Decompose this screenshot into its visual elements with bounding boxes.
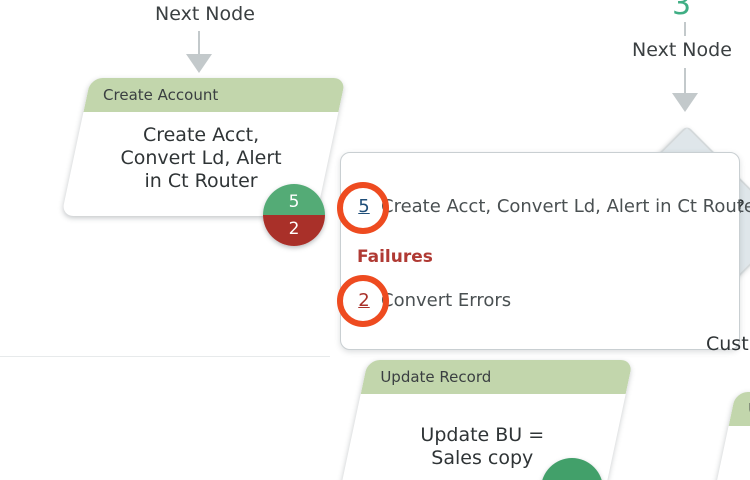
step-number-3: 3 bbox=[672, 0, 692, 22]
node-partial-right-body bbox=[708, 426, 750, 480]
connector-line-right-bottom bbox=[684, 68, 686, 95]
connector-arrow-left-icon bbox=[186, 54, 212, 73]
divider-line bbox=[0, 356, 330, 357]
tooltip-success-count-link[interactable]: 5 bbox=[358, 196, 370, 217]
status-badge-failure-count: 2 bbox=[263, 215, 325, 246]
tooltip-success-row[interactable]: 5 Create Acct, Convert Ld, Alert in Ct R… bbox=[347, 196, 750, 217]
node-create-account-header-label: Create Account bbox=[103, 86, 219, 104]
node-create-account-header: Create Account bbox=[83, 78, 346, 112]
node-create-account-body-label: Create Acct, Convert Ld, Alert in Ct Rou… bbox=[120, 124, 282, 193]
tooltip-failure-count-link[interactable]: 2 bbox=[358, 290, 370, 311]
node-update-record-header: Update Record bbox=[360, 360, 633, 394]
tooltip-failure-label: Convert Errors bbox=[381, 290, 512, 311]
connector-line-left bbox=[198, 31, 200, 56]
tooltip-success-label: Create Acct, Convert Ld, Alert in Ct Rou… bbox=[381, 196, 750, 217]
status-badge-update-record[interactable] bbox=[541, 458, 603, 480]
node-decision-text-fragment: ? bbox=[735, 196, 746, 218]
node-details-tooltip[interactable]: 5 Create Acct, Convert Ld, Alert in Ct R… bbox=[340, 152, 750, 350]
connector-line-right-top bbox=[684, 22, 686, 36]
connector-label-next-node-right: Next Node bbox=[632, 39, 732, 61]
status-badge-create-account[interactable]: 5 2 bbox=[263, 184, 325, 246]
node-partial-right[interactable]: U bbox=[708, 392, 750, 480]
tooltip-failures-heading: Failures bbox=[357, 247, 433, 267]
status-badge-success-count: 5 bbox=[263, 184, 325, 215]
tooltip-failure-row[interactable]: 2 Convert Errors bbox=[347, 290, 511, 311]
node-update-record-body-label: Update BU = Sales copy bbox=[420, 423, 544, 469]
node-update-record-header-label: Update Record bbox=[380, 368, 492, 386]
connector-label-next-node-left: Next Node bbox=[155, 3, 255, 25]
node-partial-right-header: U bbox=[728, 392, 750, 426]
connector-arrow-right-icon bbox=[672, 93, 698, 112]
node-decision-label-fragment: Cust bbox=[706, 333, 749, 355]
